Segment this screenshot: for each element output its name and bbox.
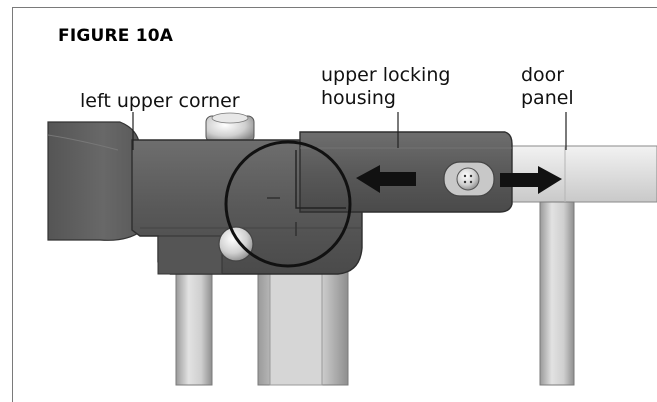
label-housing: housing <box>321 87 396 109</box>
label-panel: panel <box>521 87 574 109</box>
right-arrow <box>500 166 562 194</box>
door-panel <box>504 145 657 386</box>
label-left-upper-corner: left upper corner <box>80 90 240 112</box>
highlight-circle <box>224 140 352 268</box>
left-arrow <box>356 165 416 193</box>
left-frame-arm <box>47 121 141 241</box>
top-knob <box>205 112 255 143</box>
frame-left-border <box>12 7 13 402</box>
screw-button <box>443 161 495 197</box>
frame-top-border <box>12 7 657 8</box>
lower-poles <box>175 267 349 386</box>
label-upper-locking: upper locking <box>321 64 451 86</box>
label-door: door <box>521 64 565 86</box>
figure-title: FIGURE 10A <box>58 26 174 46</box>
